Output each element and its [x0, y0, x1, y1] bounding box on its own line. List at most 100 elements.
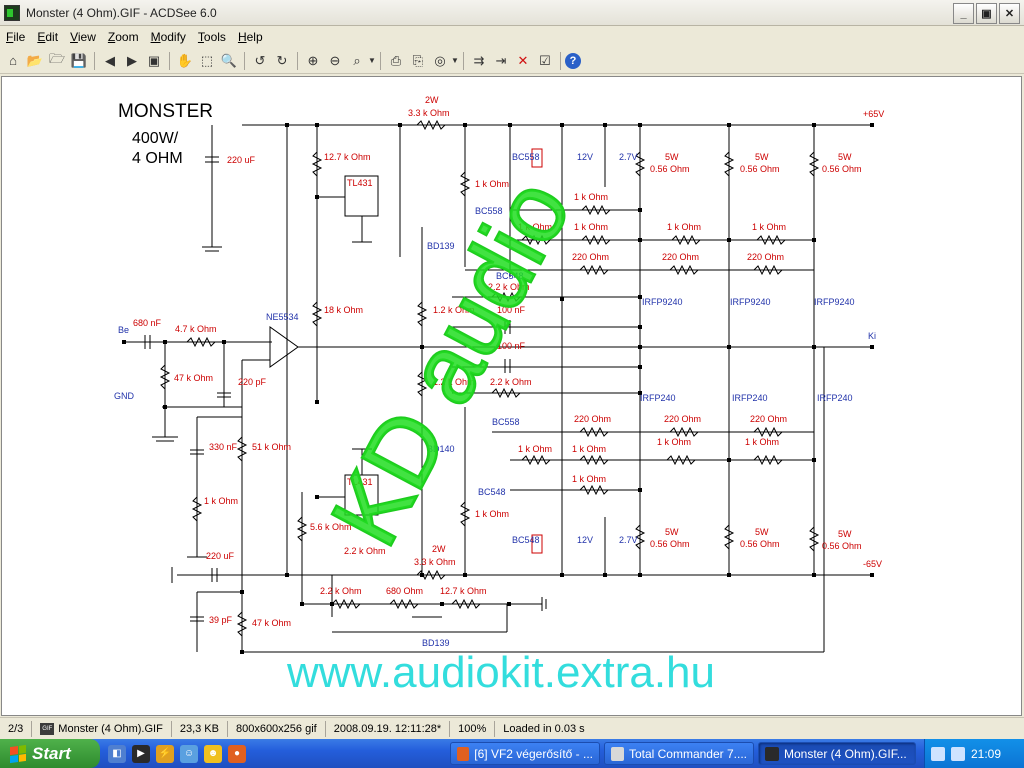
- maximize-button[interactable]: ▣: [976, 3, 997, 24]
- component-label: 2.7V: [619, 535, 638, 545]
- component-label: BC558: [475, 206, 503, 216]
- component-label: 220 Ohm: [662, 252, 699, 262]
- help-icon[interactable]: ?: [565, 52, 581, 69]
- media-player-icon[interactable]: ▶: [132, 744, 150, 763]
- component-label: 220 Ohm: [664, 414, 701, 424]
- acdsee-app-icon[interactable]: [4, 4, 20, 21]
- component-label: BD139: [427, 241, 455, 251]
- delete-icon[interactable]: ✕: [517, 52, 529, 68]
- component-label: 220 Ohm: [572, 252, 609, 262]
- move-to-icon[interactable]: ⇥: [495, 52, 507, 68]
- menu-zoom[interactable]: Zoom: [107, 30, 139, 44]
- messenger-icon[interactable]: ☺: [180, 744, 198, 763]
- volume-icon[interactable]: [951, 746, 965, 761]
- status-dims: 800x600x256 gif: [228, 720, 326, 737]
- network-icon[interactable]: [931, 746, 945, 761]
- close-button[interactable]: ✕: [999, 3, 1020, 24]
- minimize-button[interactable]: _: [953, 3, 974, 24]
- properties-icon[interactable]: ☑: [539, 52, 551, 68]
- browse-icon[interactable]: ⌂: [9, 53, 17, 68]
- explorer-icon[interactable]: ◧: [108, 744, 126, 763]
- zoom-in-icon[interactable]: ⊕: [307, 52, 319, 68]
- component-label: 5W: [838, 529, 852, 539]
- status-size: 23,3 KB: [172, 720, 228, 737]
- taskbar-task-button[interactable]: Total Commander 7....: [604, 742, 754, 765]
- taskbar-task-button[interactable]: Monster (4 Ohm).GIF...: [758, 742, 916, 765]
- prev-image-icon[interactable]: ◀: [105, 52, 115, 68]
- component-label: 1 k Ohm: [657, 437, 691, 447]
- schematic-wires: [124, 119, 872, 653]
- open-folder-icon[interactable]: 📂: [26, 52, 44, 68]
- component-label: 39 pF: [209, 615, 233, 625]
- zoom-menu-icon[interactable]: ⌕: [353, 52, 361, 68]
- component-label: 330 nF: [209, 442, 238, 452]
- component-label: 1 k Ohm: [518, 444, 552, 454]
- toolbar-separator: [297, 51, 298, 70]
- schematic-title: MONSTER: [118, 101, 213, 122]
- menu-view[interactable]: View: [70, 30, 96, 44]
- start-button[interactable]: Start: [0, 739, 100, 768]
- title-bar: Monster (4 Ohm).GIF - ACDSee 6.0 _ ▣ ✕: [0, 0, 1024, 26]
- window-title: Monster (4 Ohm).GIF - ACDSee 6.0: [26, 5, 217, 20]
- window-controls: _ ▣ ✕: [953, 3, 1020, 24]
- component-label: 2W: [425, 95, 439, 105]
- menu-modify[interactable]: Modify: [150, 30, 186, 44]
- schematic-load: 4 OHM: [132, 150, 183, 167]
- dropdown-caret-icon[interactable]: ▼: [451, 56, 459, 65]
- rotate-left-icon[interactable]: ↺: [254, 52, 266, 68]
- status-filename: Monster (4 Ohm).GIF: [58, 722, 163, 735]
- component-label: 2.2 k Ohm: [344, 546, 386, 556]
- component-label: 2.2 k Ohm: [488, 282, 530, 292]
- firefox-icon[interactable]: ●: [228, 744, 246, 763]
- zoom-tool-icon[interactable]: 🔍: [220, 52, 238, 68]
- next-image-icon[interactable]: ▶: [127, 52, 137, 68]
- component-label: 5W: [665, 152, 679, 162]
- toolbar: ⌂ 📂🗁💾 ◀ ▶ ▣ ✋ ⬚ 🔍 ↺ ↻ ⊕ ⊖ ⌕ ▼ ⎙ ⎘ ◎ ▼ ⇉ ⇥ ✕ ☑?: [0, 48, 1024, 74]
- component-label: 1 k Ohm: [475, 509, 509, 519]
- toolbar-separator: [560, 51, 561, 70]
- menu-help[interactable]: Help: [237, 30, 263, 44]
- smiley-icon[interactable]: ☻: [204, 744, 222, 763]
- kd-audio-watermark-fill: KD audio: [311, 163, 591, 562]
- quick-launch: ◧ ▶ ⚡ ☺ ☻ ●: [108, 744, 246, 763]
- menu-file[interactable]: File: [6, 30, 26, 44]
- component-label: 5.6 k Ohm: [310, 522, 352, 532]
- print-icon[interactable]: ⎙: [390, 52, 402, 68]
- open-icon[interactable]: 🗁: [48, 50, 66, 66]
- menu-edit[interactable]: Edit: [37, 30, 59, 44]
- hand-tool-icon[interactable]: ✋: [176, 52, 194, 68]
- acquire-icon[interactable]: ◎: [434, 52, 446, 68]
- winamp-icon[interactable]: ⚡: [156, 744, 174, 763]
- component-label: 1 k Ohm: [752, 222, 786, 232]
- component-label: 1.2 k Ohm: [433, 377, 475, 387]
- component-label: 1 k Ohm: [518, 222, 552, 232]
- component-label: 1 k Ohm: [745, 437, 779, 447]
- save-icon[interactable]: 💾: [70, 52, 88, 68]
- status-index: 2/3: [0, 720, 33, 737]
- component-label: 5W: [665, 527, 679, 537]
- taskbar: Start ◧ ▶ ⚡ ☺ ☻ ● [6] VF2 végerősítő - .…: [0, 739, 1024, 768]
- select-tool-icon[interactable]: ⬚: [200, 52, 214, 68]
- copy-to-icon[interactable]: ⇉: [473, 52, 485, 68]
- toolbar-separator: [244, 51, 245, 70]
- rotate-right-icon[interactable]: ↻: [276, 52, 288, 68]
- task-label: Monster (4 Ohm).GIF...: [784, 746, 907, 761]
- taskbar-task-button[interactable]: [6] VF2 végerősítő - ...: [450, 742, 600, 765]
- rail-neg-label: -65V: [863, 559, 882, 569]
- zener-parts: [531, 148, 543, 554]
- component-label: 680 nF: [133, 318, 162, 328]
- component-label: 3.3 k Ohm: [408, 108, 450, 118]
- slideshow-icon[interactable]: ▣: [147, 52, 161, 68]
- rail-pos-label: +65V: [863, 109, 884, 119]
- component-label: 1 k Ohm: [667, 222, 701, 232]
- component-label: BC548: [478, 487, 506, 497]
- toolbar-separator: [380, 51, 381, 70]
- input-label: Be: [118, 325, 129, 335]
- scan-icon[interactable]: ⎘: [412, 52, 424, 68]
- zoom-out-icon[interactable]: ⊖: [329, 52, 341, 68]
- menu-tools[interactable]: Tools: [197, 30, 226, 44]
- dropdown-caret-icon[interactable]: ▼: [368, 56, 376, 65]
